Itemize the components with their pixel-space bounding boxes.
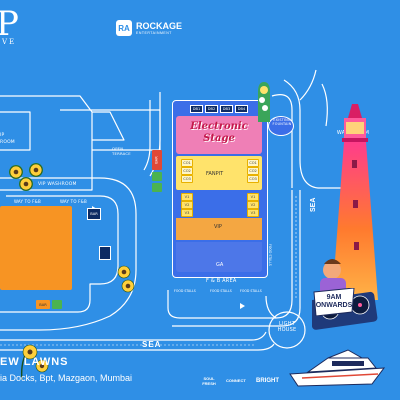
light-house-label: LIGHT HOUSE	[277, 321, 297, 333]
sponsor-logo-3: BRIGHT	[256, 378, 279, 384]
fanpit-table-right: CO3	[247, 175, 259, 183]
flower-decoration-1	[9, 163, 43, 191]
brand-logo-letters: P	[0, 4, 19, 44]
time-badge: 9AM ONWARDS	[312, 288, 356, 316]
stage-title-2: Stage	[203, 133, 235, 144]
bar-orange-label: BAR	[39, 302, 47, 307]
sea-label-bottom: SEA	[142, 340, 162, 349]
vip-table-left: V3	[181, 209, 193, 217]
venue-address: ia Docks, Bpt, Mazgaon, Mumbai	[0, 373, 133, 383]
food-stall-label: FOOD STALLS	[210, 289, 232, 293]
vip-washroom-left-label-2: ROOM	[0, 140, 15, 145]
bar-vertical: BAR	[152, 150, 162, 170]
db-box: DB1	[190, 105, 203, 113]
electronic-stage: Electronic Stage	[176, 116, 262, 154]
partner-logo-mark: RA	[116, 20, 132, 36]
time-badge-line-2: ONWARDS	[315, 302, 353, 309]
bar-vertical-label: BAR	[154, 156, 159, 164]
fanpit-table-right: CO2	[247, 167, 259, 175]
food-stall-label: FOOD STALLS	[268, 244, 272, 266]
bar-green-1	[152, 172, 162, 181]
ga-zone: GA	[176, 242, 262, 272]
sponsor-logo-1: SOUL FRESH	[202, 376, 216, 386]
time-badge-line-1: 9AM	[326, 294, 342, 301]
vip-label: VIP	[214, 224, 222, 230]
sponsor-logo-2: CONNECT	[226, 378, 246, 383]
yacht-illustration	[289, 349, 386, 387]
lawn-block	[0, 206, 72, 290]
bar-green-3	[52, 300, 62, 309]
fanpit-table-left: CO3	[181, 175, 193, 183]
brand-logo-sub: VE	[2, 38, 17, 46]
vip-table-left: V2	[181, 201, 193, 209]
flower-decoration-3	[20, 344, 49, 380]
existing-fountain-label: EXISTING FOUNTAIN	[272, 118, 292, 126]
fanpit-table-right: CO1	[247, 159, 259, 167]
db-box: DB2	[205, 105, 218, 113]
fanpit-table-left: CO2	[181, 167, 193, 175]
open-terrace-label: OPEN TERRACE	[112, 146, 131, 156]
bar-orange: BAR	[36, 300, 50, 309]
time-badge-bg	[313, 288, 355, 316]
food-stall-label: FOOD STALLS	[240, 289, 262, 293]
bar-left: BAR	[87, 208, 101, 220]
fanpit-table-left: CO1	[181, 159, 193, 167]
stage-title-1: Electronic	[190, 121, 248, 132]
vip-zone: VIP	[176, 218, 262, 240]
existing-fountain-marker	[268, 116, 294, 136]
vip-washroom-left-label-1: IP	[0, 133, 5, 138]
db-boxes: DB1 DB2 DB3 DB4	[190, 105, 248, 113]
db-box: DB3	[220, 105, 233, 113]
flower-decoration-2	[117, 265, 135, 293]
partner-logo-sub: ENTERTAINMENT	[136, 31, 172, 35]
db-box: DB4	[235, 105, 248, 113]
vip-table-right: V2	[247, 201, 259, 209]
ga-label: GA	[216, 262, 224, 268]
partner-logo-name: ROCKAGE	[136, 21, 183, 31]
partner-logo: RA ROCKAGE ENTERTAINMENT	[116, 20, 196, 40]
cactus-decoration	[258, 82, 270, 122]
way-to-fb-label-1: WAY TO F&B	[14, 199, 41, 204]
bar-green-2	[152, 183, 162, 192]
venue-name: EW LAWNS	[0, 356, 69, 368]
fb-area-label: F & B AREA	[206, 278, 237, 284]
way-to-fb-label-2: WAY TO F&B	[60, 199, 87, 204]
food-stall-label: FOOD STALLS	[174, 289, 196, 293]
bar-left-label: BAR	[90, 212, 98, 216]
vip-table-right: V3	[247, 209, 259, 217]
fanpit-label: FANPIT	[206, 171, 224, 177]
vip-table-left: V1	[181, 193, 193, 201]
brand-logo: P VE	[0, 4, 40, 48]
bar-small-left-2	[99, 246, 111, 260]
vip-table-right: V1	[247, 193, 259, 201]
vip-washroom-label: VIP WASHROOM	[38, 182, 77, 187]
